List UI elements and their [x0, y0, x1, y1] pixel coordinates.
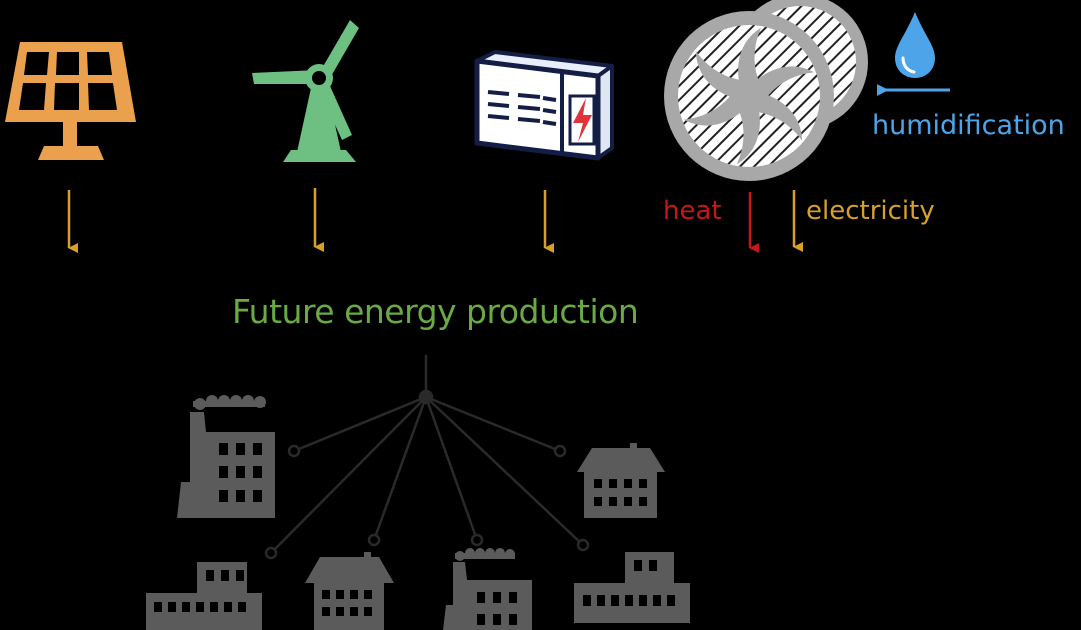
apartment-building-icon — [146, 562, 262, 630]
house-icon — [305, 552, 394, 630]
humidification-label: humidification — [872, 110, 1065, 141]
water-drop-icon — [895, 12, 935, 78]
apartment-building-icon — [574, 552, 690, 623]
house-icon — [577, 443, 665, 518]
solar-panel-icon — [5, 42, 136, 160]
distribution-network — [264, 355, 590, 560]
wind-turbine-icon — [252, 20, 359, 162]
heat-label: heat — [663, 196, 722, 226]
battery-storage-icon — [474, 50, 614, 161]
factory-icon — [443, 548, 532, 630]
fuel-cell-fan-icon — [664, 0, 868, 181]
factory-icon — [177, 395, 275, 518]
electricity-label: electricity — [806, 196, 935, 226]
diagram-title: Future energy production — [232, 292, 639, 331]
